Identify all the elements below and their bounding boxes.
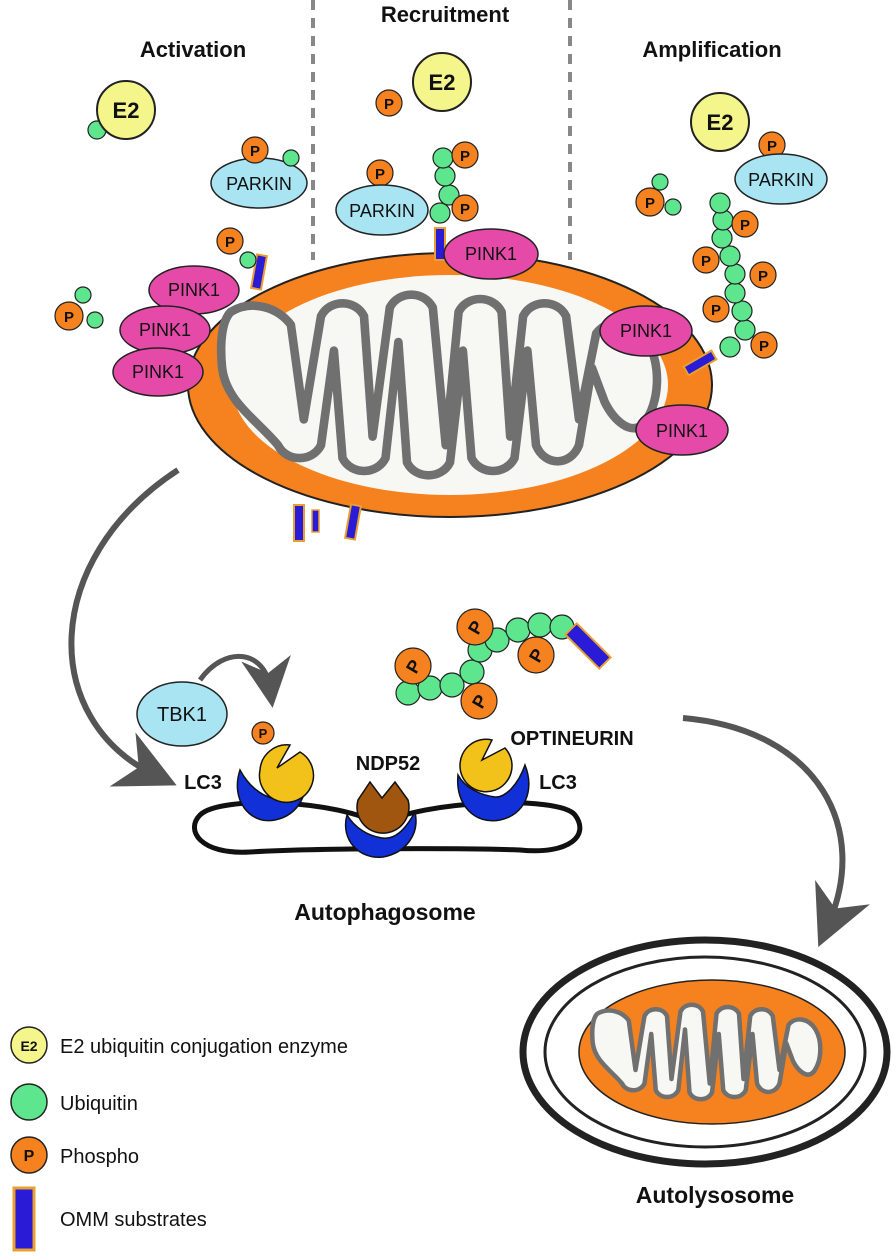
svg-text:PINK1: PINK1 (620, 321, 672, 341)
svg-text:PINK1: PINK1 (465, 244, 517, 264)
pink1-amplification: PINK1 PINK1 (599, 305, 729, 456)
tbk1: TBK1 (136, 681, 228, 747)
optineurin-label: OPTINEURIN (510, 728, 633, 750)
ub-chain-cargo: P P P P (394, 608, 613, 720)
svg-text:E2: E2 (429, 70, 456, 95)
parkin-recruitment: P PARKIN (335, 159, 429, 236)
legend: E2 E2 ubiquitin conjugation enzyme Ubiqu… (10, 1026, 348, 1252)
svg-text:OMM substrates: OMM substrates (60, 1209, 207, 1231)
parkin-amplification: P PARKIN (734, 131, 828, 205)
stage-title-amplification: Amplification (642, 37, 781, 62)
legend-e2: E2 E2 ubiquitin conjugation enzyme (10, 1026, 348, 1064)
stage-title-recruitment: Recruitment (381, 2, 510, 27)
arrow-mito-to-autophagosome (68, 467, 180, 787)
svg-text:P: P (740, 217, 750, 234)
e2-recruitment: P E2 (375, 52, 472, 117)
svg-text:E2: E2 (20, 1038, 37, 1054)
lc3-right-label: LC3 (539, 772, 577, 794)
ub-chain-recruitment: P P (429, 141, 479, 261)
mitochondrion (187, 252, 713, 518)
stage-title-activation: Activation (140, 37, 246, 62)
legend-ubiquitin: Ubiquitin (10, 1083, 138, 1121)
autolysosome (519, 936, 891, 1168)
svg-text:E2: E2 (113, 98, 140, 123)
svg-text:PARKIN: PARKIN (349, 201, 415, 221)
lc3-left-label: LC3 (184, 772, 222, 794)
svg-text:E2 ubiquitin conjugation enzym: E2 ubiquitin conjugation enzyme (60, 1036, 348, 1058)
svg-text:P: P (375, 166, 385, 183)
svg-text:TBK1: TBK1 (157, 704, 207, 726)
legend-phospho: P Phospho (10, 1136, 139, 1174)
svg-text:PARKIN: PARKIN (748, 170, 814, 190)
svg-text:P: P (259, 726, 268, 741)
lc3-left: P (236, 721, 315, 822)
svg-text:P: P (24, 1148, 35, 1165)
parkin-activation: PARKIN P (210, 136, 308, 209)
e2-activation: E2 (87, 80, 156, 140)
svg-text:P: P (759, 338, 769, 355)
svg-text:P: P (460, 201, 470, 218)
ndp52-label: NDP52 (356, 753, 420, 775)
svg-text:PINK1: PINK1 (139, 320, 191, 340)
pink1-stack-activation: PINK1 PINK1 PINK1 (112, 265, 240, 397)
svg-text:E2: E2 (707, 110, 734, 135)
lc3-right (457, 738, 530, 822)
free-ub-phospho-amplification: P (635, 173, 682, 217)
autolysosome-label: Autolysosome (636, 1182, 794, 1208)
arrow-tbk1-to-optineurin (197, 654, 291, 708)
ub-chain-amplification: P P P P P (682, 192, 778, 377)
svg-text:P: P (460, 148, 470, 165)
ub-phospho-activation-omm: P (216, 227, 269, 291)
svg-text:P: P (64, 309, 74, 326)
e2-amplification: E2 (690, 92, 750, 152)
arrow-to-autolysosome (682, 715, 870, 947)
svg-text:P: P (225, 234, 235, 251)
ndp52 (344, 780, 417, 858)
autophagosome-label: Autophagosome (294, 899, 475, 925)
svg-text:PARKIN: PARKIN (226, 174, 292, 194)
svg-text:Ubiquitin: Ubiquitin (60, 1093, 138, 1115)
svg-text:P: P (250, 143, 260, 160)
svg-text:PINK1: PINK1 (132, 362, 184, 382)
svg-text:P: P (767, 138, 777, 155)
svg-text:P: P (711, 302, 721, 319)
pink1-recruitment: PINK1 (443, 228, 539, 280)
svg-text:PINK1: PINK1 (656, 421, 708, 441)
svg-text:P: P (384, 96, 394, 113)
legend-omm: OMM substrates (12, 1186, 207, 1252)
omm-substrates-bottom (293, 503, 363, 542)
svg-text:P: P (645, 195, 655, 212)
svg-text:PINK1: PINK1 (168, 280, 220, 300)
svg-text:P: P (758, 268, 768, 285)
svg-text:P: P (701, 253, 711, 270)
svg-text:Phospho: Phospho (60, 1146, 139, 1168)
free-ub-phospho-activation: P (54, 286, 104, 331)
